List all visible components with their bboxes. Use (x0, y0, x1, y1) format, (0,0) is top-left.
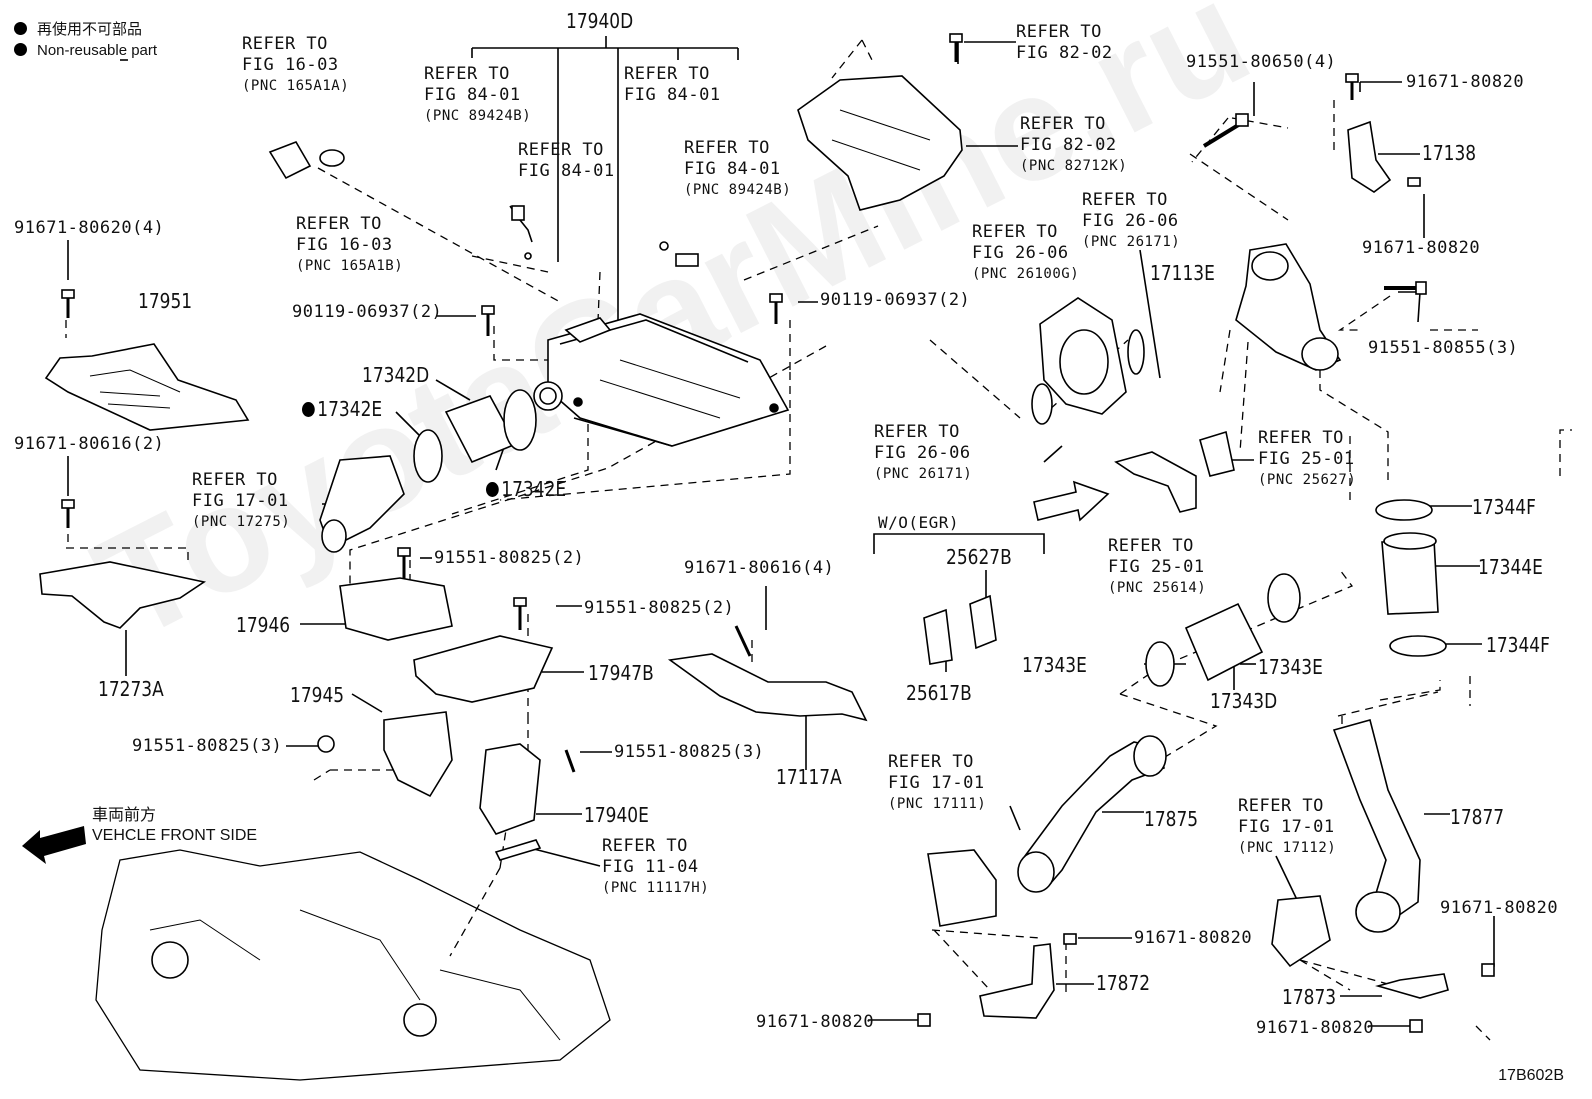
part-number[interactable]: 91551-80855(3) (1368, 338, 1519, 358)
vehicle-front-jp: 車両前方 (92, 807, 157, 824)
part-number[interactable]: 91551-80650(4) (1186, 52, 1337, 72)
part-number[interactable]: 17873 (1282, 985, 1337, 1009)
ref-label[interactable]: REFER TO FIG 11-04(PNC 11117H) (602, 836, 710, 896)
part-number[interactable]: 91551-80825(3) (614, 742, 765, 762)
legend-jp: 再使用不可部品 (14, 18, 142, 39)
part-number[interactable]: 17138 (1422, 141, 1477, 165)
part-number[interactable]: 17344F (1472, 495, 1536, 519)
part-number[interactable]: 17343E (1258, 655, 1323, 679)
part-number[interactable]: 91671-80616(4) (684, 558, 835, 578)
ref-label[interactable]: REFER TO FIG 82-02 (1016, 22, 1113, 63)
ref-label[interactable]: REFER TO FIG 26-06(PNC 26171) (1082, 190, 1181, 250)
legend-jp-text: 再使用不可部品 (37, 21, 143, 38)
part-number[interactable]: 17875 (1144, 807, 1199, 831)
non-reusable-dot-icon (14, 43, 27, 56)
ref-label[interactable]: REFER TO FIG 84-01 (624, 64, 721, 105)
part-number[interactable]: 91671-80820 (1440, 898, 1559, 918)
vehicle-front-label: 車両前方 VEHCLE FRONT SIDE (92, 806, 257, 846)
ref-label[interactable]: REFER TO FIG 26-06(PNC 26100G) (972, 222, 1080, 282)
part-number[interactable]: 91551-80825(2) (584, 598, 735, 618)
part-number[interactable]: 91551-80825(3) (132, 736, 283, 756)
non-reusable-dot-icon (302, 402, 315, 417)
part-number-nonreusable[interactable]: 17342E (486, 478, 566, 500)
part-number[interactable]: 17946 (236, 613, 291, 637)
non-reusable-dot-icon (14, 22, 27, 35)
part-number[interactable]: 17940D (566, 9, 634, 33)
part-number-nonreusable[interactable]: 17342E (302, 398, 382, 420)
part-number[interactable]: 17342D (362, 363, 430, 387)
vehicle-front-en: VEHCLE FRONT SIDE (92, 827, 258, 844)
legend-en: Non-reusable part (14, 42, 157, 59)
part-number[interactable]: 91671-80616(2) (14, 434, 165, 454)
ref-label[interactable]: REFER TO FIG 17-01(PNC 17275) (192, 470, 291, 530)
part-number[interactable]: 17117A (776, 765, 842, 789)
part-number[interactable]: 17343D (1210, 689, 1278, 713)
part-number[interactable]: 17872 (1096, 971, 1151, 995)
part-number[interactable]: 17344F (1486, 633, 1550, 657)
ref-label[interactable]: REFER TO FIG 16-03(PNC 165A1B) (296, 214, 404, 274)
part-number[interactable]: 17273A (98, 677, 164, 701)
part-number[interactable]: 91671-80820 (1256, 1018, 1375, 1038)
part-number[interactable]: 17113E (1150, 261, 1215, 285)
part-number[interactable]: 90119-06937(2) (820, 290, 971, 310)
part-number[interactable]: 91671-80820 (1134, 928, 1253, 948)
ref-label[interactable]: REFER TO FIG 16-03(PNC 165A1A) (242, 34, 350, 94)
non-reusable-dot-icon (486, 482, 499, 497)
ref-label[interactable]: REFER TO FIG 25-01(PNC 25627) (1258, 428, 1357, 488)
part-number[interactable]: 17947B (588, 661, 654, 685)
part-number[interactable]: 91671-80820 (1362, 238, 1481, 258)
part-number[interactable]: 25627B (946, 545, 1012, 569)
ref-label[interactable]: REFER TO FIG 17-01(PNC 17112) (1238, 796, 1337, 856)
part-number[interactable]: 17877 (1450, 805, 1505, 829)
part-number[interactable]: 91671-80820 (756, 1012, 875, 1032)
part-number[interactable]: 25617B (906, 681, 972, 705)
part-number[interactable]: 91551-80825(2) (434, 548, 585, 568)
variant-label: W/O(EGR) (878, 513, 960, 532)
part-number[interactable]: 17343E (1022, 653, 1087, 677)
part-number[interactable]: 91671-80620(4) (14, 218, 165, 238)
ref-label[interactable]: REFER TO FIG 26-06(PNC 26171) (874, 422, 973, 482)
ref-label[interactable]: REFER TO FIG 84-01(PNC 89424B) (424, 64, 532, 124)
ref-label[interactable]: REFER TO FIG 82-02(PNC 82712K) (1020, 114, 1128, 174)
ref-label[interactable]: REFER TO FIG 84-01(PNC 89424B) (684, 138, 792, 198)
figure-code: 17B602B (1498, 1067, 1564, 1084)
legend-en-text: Non-reusable part (37, 42, 158, 59)
part-number[interactable]: 90119-06937(2) (292, 302, 443, 322)
part-number[interactable]: 17344E (1478, 555, 1543, 579)
part-number[interactable]: 17945 (290, 683, 345, 707)
ref-label[interactable]: REFER TO FIG 25-01(PNC 25614) (1108, 536, 1207, 596)
ref-label[interactable]: REFER TO FIG 84-01 (518, 140, 615, 181)
part-number[interactable]: 17951 (138, 289, 193, 313)
part-number[interactable]: 17940E (584, 803, 649, 827)
ref-label[interactable]: REFER TO FIG 17-01(PNC 17111) (888, 752, 987, 812)
part-number[interactable]: 91671-80820 (1406, 72, 1525, 92)
